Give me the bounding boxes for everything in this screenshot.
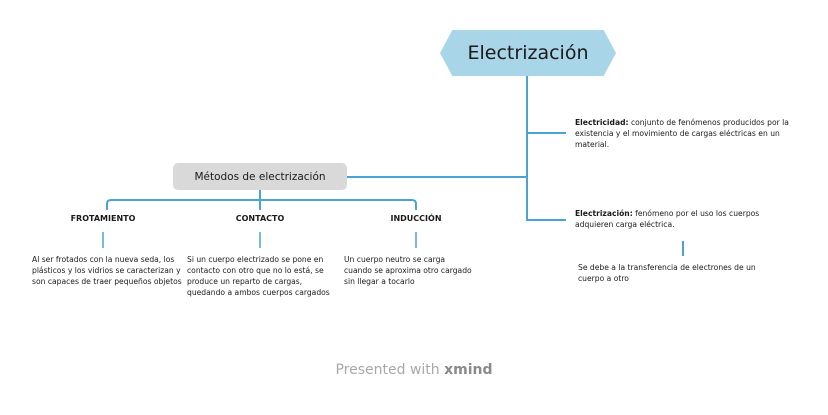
root-connectors <box>347 76 566 221</box>
methods-node[interactable]: Métodos de electrización <box>173 163 347 190</box>
method-induccion-label[interactable]: INDUCCIÓN <box>390 214 442 223</box>
methods-connectors <box>106 190 417 210</box>
method-text-connectors <box>102 232 417 248</box>
method-frotamiento-text[interactable]: Al ser frotados con la nueva seda, los p… <box>32 255 182 286</box>
transfer-note[interactable]: Se debe a la transferencia de electrones… <box>578 263 756 283</box>
term: Electricidad: <box>575 118 629 127</box>
definition: fenómeno por el uso los cuerpos adquiere… <box>575 209 760 229</box>
method-contacto-label[interactable]: CONTACTO <box>235 214 285 223</box>
footer: Presented with xmind <box>0 362 828 378</box>
footer-prefix: Presented with <box>335 362 445 378</box>
term: Electrización: <box>575 209 633 218</box>
electrizacion-node[interactable]: Electrización: fenómeno por el uso los c… <box>575 208 790 230</box>
methods-title: Métodos de electrización <box>194 170 326 183</box>
root-title: Electrización <box>467 42 589 64</box>
method-frotamiento-label[interactable]: FROTAMIENTO <box>70 214 136 223</box>
root-node[interactable]: Electrización <box>440 30 616 76</box>
definition: conjunto de fenómenos producidos por la … <box>575 118 789 149</box>
electricidad-node[interactable]: Electricidad: conjunto de fenómenos prod… <box>575 117 790 150</box>
method-induccion-text[interactable]: Un cuerpo neutro se carga cuando se apro… <box>344 255 472 286</box>
xmind-logo: xmind <box>444 362 493 378</box>
method-contacto-text[interactable]: Si un cuerpo electrizado se pone en cont… <box>187 255 330 297</box>
